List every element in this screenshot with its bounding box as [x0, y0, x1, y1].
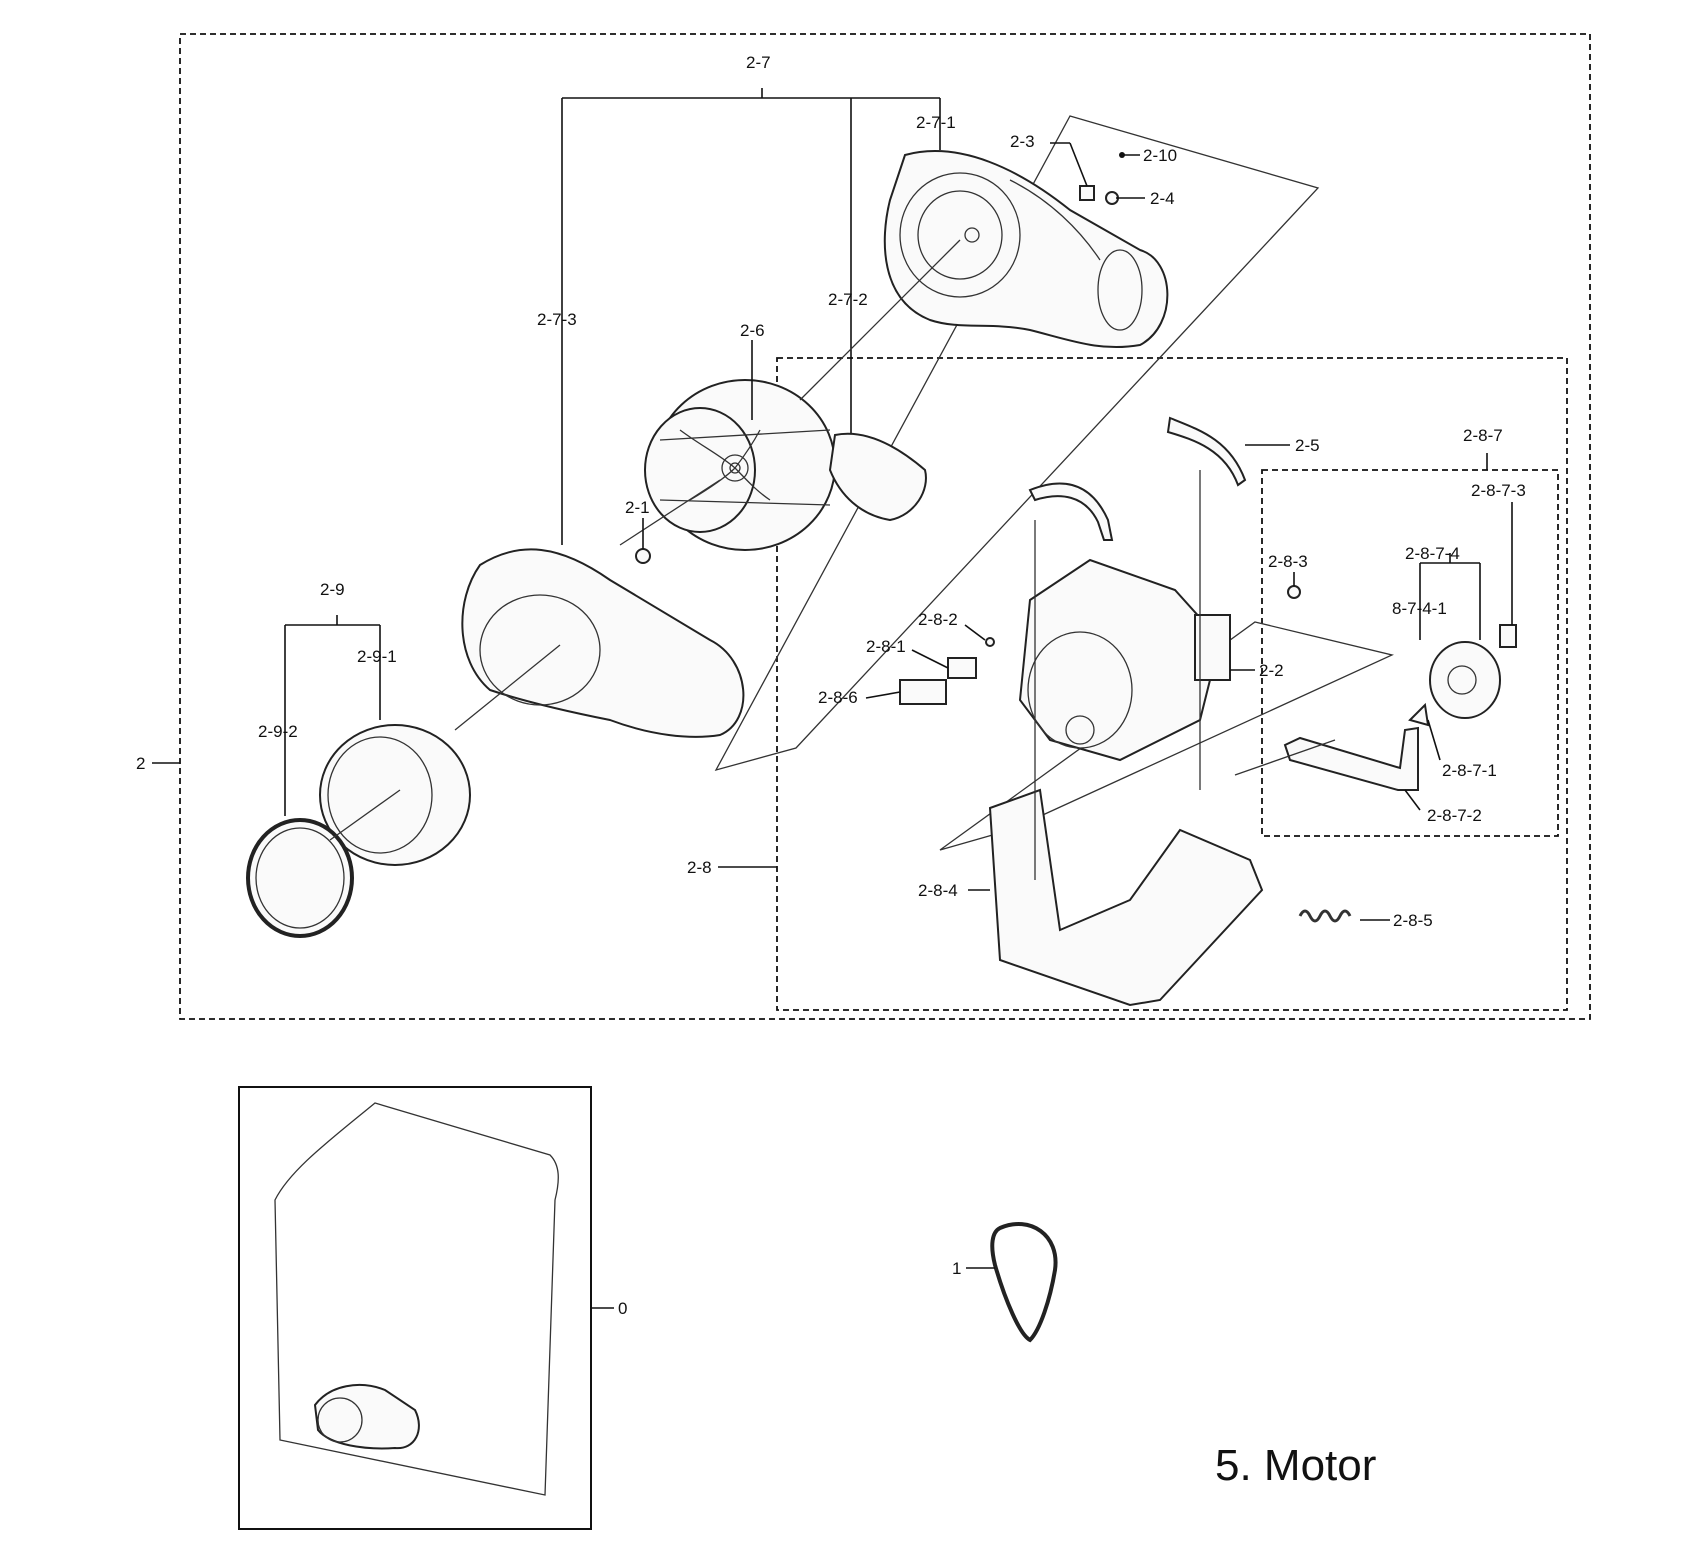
leader [911, 649, 949, 669]
assembly-2-boundary [179, 33, 1591, 1020]
axis-line [619, 479, 721, 546]
idler-pulley-2-8-7-4 [1429, 641, 1501, 719]
front-housing-2-7-3 [461, 548, 745, 738]
axis-line [454, 644, 561, 731]
label-2-3: 2-3 [1010, 132, 1035, 151]
page-title: 5. Motor [1215, 1441, 1376, 1490]
clamp-2-5b [1028, 482, 1114, 541]
part-2-3 [1079, 185, 1095, 201]
label-2-8-7-1: 2-8-7-1 [1442, 761, 1497, 780]
label-2-8-6: 2-8-6 [818, 688, 858, 707]
label-2-8-7-2: 2-8-7-2 [1427, 806, 1482, 825]
nut-2-1 [635, 548, 651, 564]
label-2-9-1: 2-9-1 [357, 647, 397, 666]
bracket-2-9 [284, 615, 381, 816]
motor-2-2 [1018, 558, 1231, 762]
base-bracket-2-8-4 [988, 788, 1264, 1007]
label-2-5: 2-5 [1295, 436, 1320, 455]
label-8-7-4-1: 8-7-4-1 [1392, 599, 1447, 618]
label-2-8: 2-8 [687, 858, 712, 877]
label-2-8-1: 2-8-1 [866, 637, 906, 656]
idler-arm-2-8-7-2 [1283, 726, 1419, 791]
label-2-1: 2-1 [625, 498, 650, 517]
label-2-8-7: 2-8-7 [1463, 426, 1503, 445]
label-2-8-7-4: 2-8-7-4 [1405, 544, 1460, 563]
gasket-2-9-2 [246, 818, 354, 938]
label-2-8-5: 2-8-5 [1393, 911, 1433, 930]
assembly-2-8-7-boundary [1261, 469, 1559, 837]
fan-housing-2-9-1 [319, 724, 471, 866]
kit-motor-assembly [313, 1384, 420, 1450]
rear-housing-2-7-1 [883, 150, 1169, 349]
clamp-2-5 [1166, 416, 1247, 487]
axis-line [329, 789, 401, 841]
label-2-8-2: 2-8-2 [918, 610, 958, 629]
kit-box-0 [238, 1086, 592, 1530]
label-2-7-1: 2-7-1 [916, 113, 956, 132]
label-2-10: 2-10 [1143, 146, 1177, 165]
label-0: 0 [618, 1299, 627, 1318]
leader [1069, 142, 1088, 187]
label-2-6: 2-6 [740, 321, 765, 340]
label-2-2: 2-2 [1259, 661, 1284, 680]
label-2-7-2: 2-7-2 [828, 290, 868, 309]
label-2: 2 [136, 754, 145, 773]
leader [1404, 789, 1421, 811]
leader [1234, 739, 1336, 776]
blower-wheel-2-6 [644, 379, 836, 551]
leader [865, 691, 901, 699]
shaft-2-8-7-3 [1499, 624, 1517, 648]
bracket-2-8-7 [1419, 453, 1513, 640]
drive-belt-1 [990, 1222, 1058, 1343]
label-2-9-2: 2-9-2 [258, 722, 298, 741]
label-2-9: 2-9 [320, 580, 345, 599]
screw-2-8-3 [1287, 585, 1301, 599]
assembly-2-8-boundary [776, 357, 1568, 1011]
kit-bag [274, 1102, 559, 1496]
spring-2-8-5 [1298, 909, 1352, 923]
label-1: 1 [952, 1259, 961, 1278]
label-2-7-3: 2-7-3 [537, 310, 577, 329]
leader [1427, 719, 1441, 761]
label-2-8-3: 2-8-3 [1268, 552, 1308, 571]
washer-2-8-7-1 [1408, 702, 1430, 727]
duct-2-7-2 [828, 432, 927, 522]
label-2-8-4: 2-8-4 [918, 881, 958, 900]
label-2-8-7-3: 2-8-7-3 [1471, 481, 1526, 500]
leader [964, 624, 986, 641]
switch-2-8-1 [947, 657, 977, 679]
upper-plane [714, 115, 1320, 772]
label-2-7: 2-7 [746, 53, 771, 72]
screw-2-8-2 [985, 637, 995, 647]
axis-line [799, 239, 961, 401]
label-2-4: 2-4 [1150, 189, 1175, 208]
bracket-2-8-6 [899, 679, 947, 705]
bracket-2-7 [561, 88, 941, 545]
